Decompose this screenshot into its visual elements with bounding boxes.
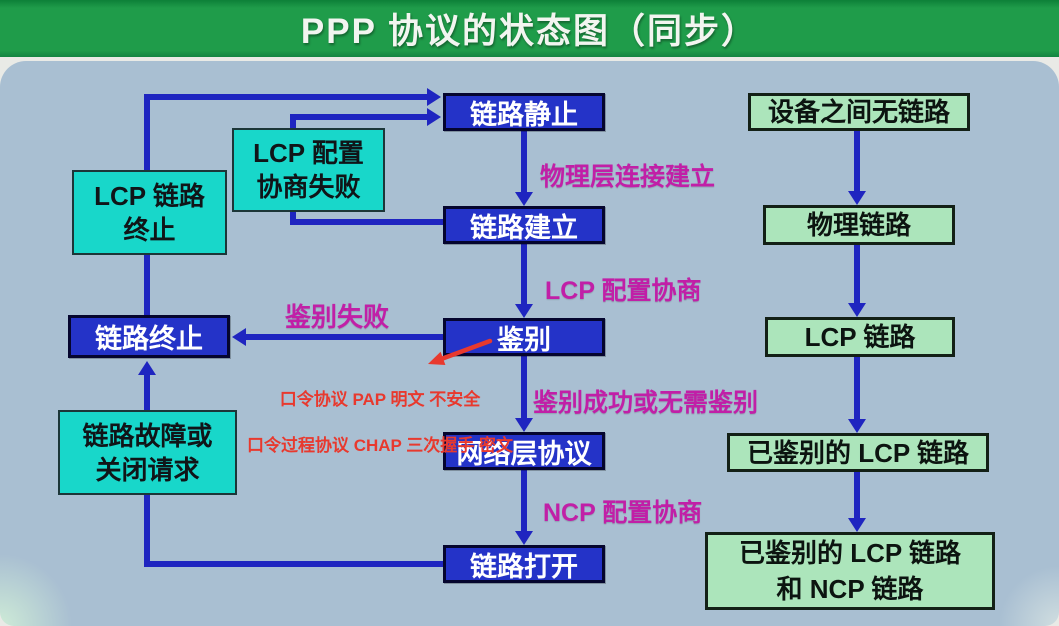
arrow-establish-to-auth-line — [521, 244, 527, 305]
path-configfail-arrow-head — [427, 108, 441, 126]
arrow-establish-to-auth-head — [515, 304, 533, 318]
path-terminate-up-line — [144, 97, 150, 170]
label-auth-fail: 鉴别失败 — [285, 302, 390, 332]
red-annotation-arrow — [428, 338, 493, 365]
arrow-right-4-head — [848, 518, 866, 532]
state-box-link-dead: 链路静止 — [443, 93, 605, 131]
arrow-network-to-open-line — [521, 470, 527, 532]
arrow-dead-to-establish-line — [521, 131, 527, 193]
state-box-network-layer-protocol: 网络层协议 — [443, 432, 605, 470]
path-terminate-arrow-head — [427, 88, 441, 106]
arrow-dead-to-establish-head — [515, 192, 533, 206]
arrow-right-4-line — [854, 472, 860, 518]
state-box-link-open: 链路打开 — [443, 545, 605, 583]
note-pap-line: 口令协议 PAP 明文 不安全 — [279, 390, 481, 409]
path-authfail-line — [246, 334, 443, 340]
result-box-physical-link: 物理链路 — [763, 205, 955, 245]
label-ncp-negotiation: NCP 配置协商 — [543, 499, 703, 527]
state-box-link-establish: 链路建立 — [443, 206, 605, 244]
result-box-authenticated-lcp-ncp-link: 已鉴别的 LCP 链路 和 NCP 链路 — [705, 532, 995, 610]
path-terminate-top-line — [144, 94, 427, 100]
arrow-right-1-head — [848, 191, 866, 205]
note-pap-chap: 口令协议 PAP 明文 不安全 口令过程协议 CHAP 三次握手 密文 — [232, 365, 528, 480]
arrow-network-to-open-head — [515, 531, 533, 545]
arrow-right-1-line — [854, 131, 860, 191]
result-box-no-link: 设备之间无链路 — [748, 93, 970, 131]
title-bar: PPP 协议的状态图（同步） — [0, 0, 1059, 57]
page-title: PPP 协议的状态图（同步） — [300, 12, 759, 51]
label-auth-success: 鉴别成功或无需鉴别 — [533, 389, 759, 417]
action-box-link-fault: 链路故障或 关闭请求 — [58, 410, 237, 495]
path-configfail-bottom-line — [290, 219, 443, 225]
action-box-lcp-link-terminate: LCP 链路 终止 — [72, 170, 227, 255]
path-fault-up-line — [144, 374, 150, 410]
arrow-right-3-line — [854, 357, 860, 419]
path-linkterminate-to-lcpterminate-line — [144, 255, 150, 315]
path-fault-arrow-head — [138, 361, 156, 375]
arrow-auth-to-network-head — [515, 418, 533, 432]
path-open-left-vertical-line — [144, 495, 150, 567]
arrow-right-2-line — [854, 245, 860, 303]
path-authfail-arrow-head — [232, 328, 246, 346]
arrow-right-3-head — [848, 419, 866, 433]
path-open-left-horizontal-line — [144, 561, 443, 567]
state-box-link-terminate: 链路终止 — [68, 315, 230, 358]
result-box-lcp-link: LCP 链路 — [765, 317, 955, 357]
path-configfail-top-line — [290, 114, 427, 120]
arrow-auth-to-network-line — [521, 356, 527, 419]
result-box-authenticated-lcp-link: 已鉴别的 LCP 链路 — [727, 433, 989, 472]
note-chap-line: 口令过程协议 CHAP 三次握手 密文 — [246, 436, 514, 455]
label-physical-connect: 物理层连接建立 — [540, 163, 716, 191]
label-lcp-negotiation: LCP 配置协商 — [545, 277, 702, 305]
action-box-lcp-config-fail: LCP 配置 协商失败 — [232, 128, 385, 212]
arrow-right-2-head — [848, 303, 866, 317]
